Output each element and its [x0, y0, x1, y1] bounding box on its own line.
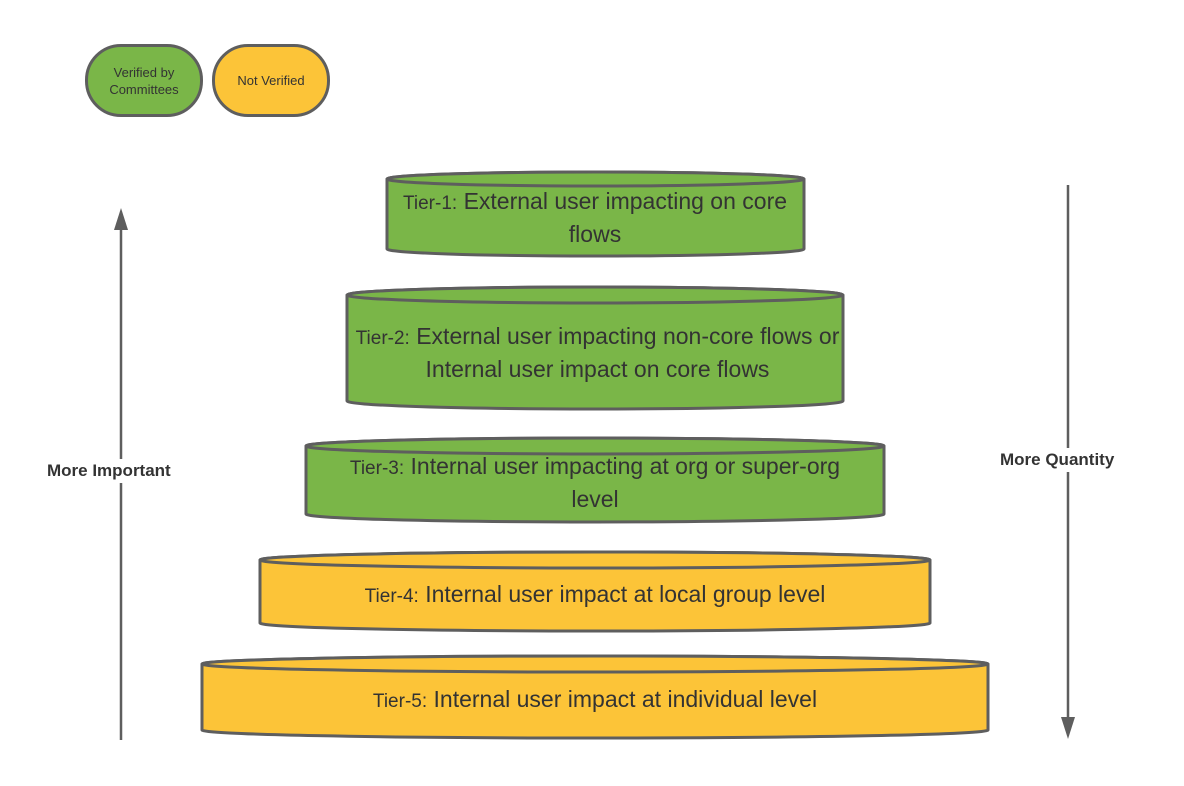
- legend-verified-label: Verified by Committees: [109, 64, 179, 97]
- tier-3-text: Internal user impacting at org or super-…: [410, 452, 841, 512]
- tier-5-cylinder-top: [200, 654, 990, 674]
- tier-2-cylinder-top: [345, 285, 845, 305]
- legend-not-verified-label: Not Verified: [237, 73, 305, 88]
- more-important-label: More Important: [47, 459, 171, 483]
- tier-5-text: Internal user impact at individual level: [433, 685, 818, 712]
- tier-1-prefix: Tier-1:: [402, 193, 458, 214]
- tier-4-label: Tier-4: Internal user impact at local gr…: [262, 562, 928, 628]
- tier-5-prefix: Tier-5:: [372, 690, 428, 712]
- tier-5-cylinder: [200, 654, 990, 740]
- tier-3-label: Tier-3: Internal user impacting at org o…: [330, 445, 860, 520]
- tier-2-prefix: Tier-2:: [355, 327, 410, 349]
- legend-verified: Verified by Committees: [85, 44, 203, 117]
- tier-1-cylinder: [385, 170, 806, 258]
- quantity-arrow-head-icon: [1061, 717, 1075, 739]
- tier-2-cylinder: [345, 285, 845, 411]
- tier-3-prefix: Tier-3:: [349, 457, 405, 479]
- tier-4-cylinder-top: [258, 550, 932, 570]
- tier-2-text: External user impacting non-core flows o…: [416, 322, 840, 382]
- tier-1-label: Tier-1: External user impacting on core …: [390, 183, 800, 253]
- tier-4-prefix: Tier-4:: [364, 585, 419, 607]
- tier-4-cylinder: [258, 550, 932, 633]
- tier-5-label: Tier-5: Internal user impact at individu…: [204, 667, 986, 733]
- tier-4-text: Internal user impact at local group leve…: [425, 580, 826, 607]
- tier-3-cylinder: [304, 436, 886, 524]
- tier-2-label: Tier-2: External user impacting non-core…: [355, 300, 840, 405]
- tier-3-cylinder-top: [304, 436, 886, 456]
- tier-1-cylinder-top: [385, 170, 806, 188]
- legend-not-verified: Not Verified: [212, 44, 330, 117]
- tier-1-text: External user impacting on core flows: [463, 188, 788, 247]
- importance-arrow-head-icon: [114, 208, 128, 230]
- more-quantity-label: More Quantity: [1000, 448, 1115, 472]
